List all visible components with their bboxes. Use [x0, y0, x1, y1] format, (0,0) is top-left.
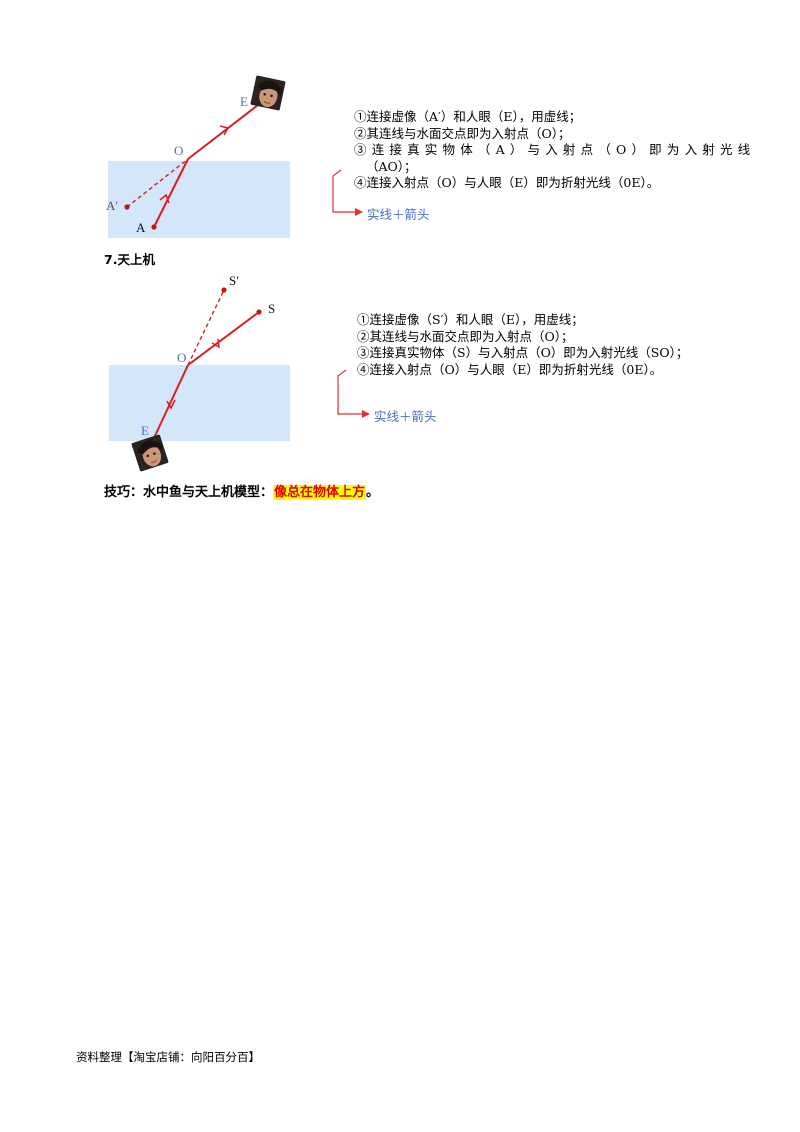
label-A-image: A′	[106, 198, 118, 213]
incident-ray-arrow	[211, 338, 220, 349]
label-E: E	[240, 94, 248, 109]
bracket-arrow-airplane	[337, 369, 370, 418]
step-4: ④连接入射点（O）与人眼（E）即为折射光线（0E）。	[357, 361, 663, 377]
eye-face-icon	[250, 75, 286, 111]
point-S	[256, 309, 262, 315]
label-O: O	[177, 350, 186, 365]
water-region	[108, 161, 290, 238]
refracted-ray	[187, 104, 259, 160]
label-A: A	[136, 220, 146, 235]
tip-suffix: 。	[366, 485, 380, 500]
refracted-ray-arrow	[219, 125, 230, 136]
incident-ray-arrow	[159, 193, 170, 204]
label-S-image: S′	[229, 273, 239, 288]
tip-highlight: 像总在物体上方	[273, 485, 367, 500]
step-3-continued: （AO）；	[366, 158, 417, 174]
water-region	[109, 365, 290, 441]
virtual-ray-dashed	[187, 289, 225, 366]
label-E: E	[141, 423, 149, 438]
step-4: ④连接入射点（O）与人眼（E）即为折射光线（0E）。	[354, 175, 660, 190]
step-2: ②其连线与水面交点即为入射点（O）；	[354, 125, 571, 141]
point-S-image	[221, 287, 227, 293]
step-2: ②其连线与水面交点即为入射点（O）；	[357, 328, 574, 344]
step-1: ①连接虚像（S′）和人眼（E），用虚线；	[357, 312, 584, 327]
steps-list-airplane: ①连接虚像（S′）和人眼（E），用虚线； ②其连线与水面交点即为入射点（O）； …	[357, 312, 688, 378]
refraction-diagram-fish: E O A′ A	[106, 75, 290, 238]
eye-face-icon	[131, 434, 169, 472]
footer-source: 资料整理【淘宝店铺：向阳百分百】	[76, 1050, 260, 1064]
step-3: ③连接真实物体（S）与入射点（O）即为入射光线（SO）；	[357, 345, 689, 360]
refracted-ray-arrow	[166, 399, 176, 410]
point-A	[151, 224, 157, 230]
label-S: S	[268, 301, 275, 316]
tip-prefix: 技巧：水中鱼与天上机模型：	[104, 485, 274, 500]
point-A-image	[124, 204, 130, 210]
step-1: ①连接虚像（A′）和人眼（E），用虚线；	[354, 109, 582, 124]
label-O: O	[174, 143, 183, 158]
incident-ray	[187, 311, 260, 366]
refracted-ray	[153, 364, 189, 439]
virtual-ray-dashed	[126, 158, 189, 208]
note-solid-arrow-fish: 实线＋箭头	[367, 207, 430, 222]
section-7-heading: 7.天上机	[104, 252, 155, 267]
incident-ray	[153, 158, 189, 228]
bracket-arrow-fish	[332, 169, 363, 216]
steps-list-fish: ①连接虚像（A′）和人眼（E），用虚线； ②其连线与水面交点即为入射点（O）； …	[354, 109, 755, 192]
refraction-diagram-airplane: S′ S O E	[109, 273, 290, 472]
step-3: ③连接真实物体（A）与入射点（O）即为入射光线	[354, 142, 756, 157]
tip-line: 技巧：水中鱼与天上机模型：像总在物体上方。	[104, 481, 379, 500]
note-solid-arrow-airplane: 实线＋箭头	[374, 409, 437, 424]
